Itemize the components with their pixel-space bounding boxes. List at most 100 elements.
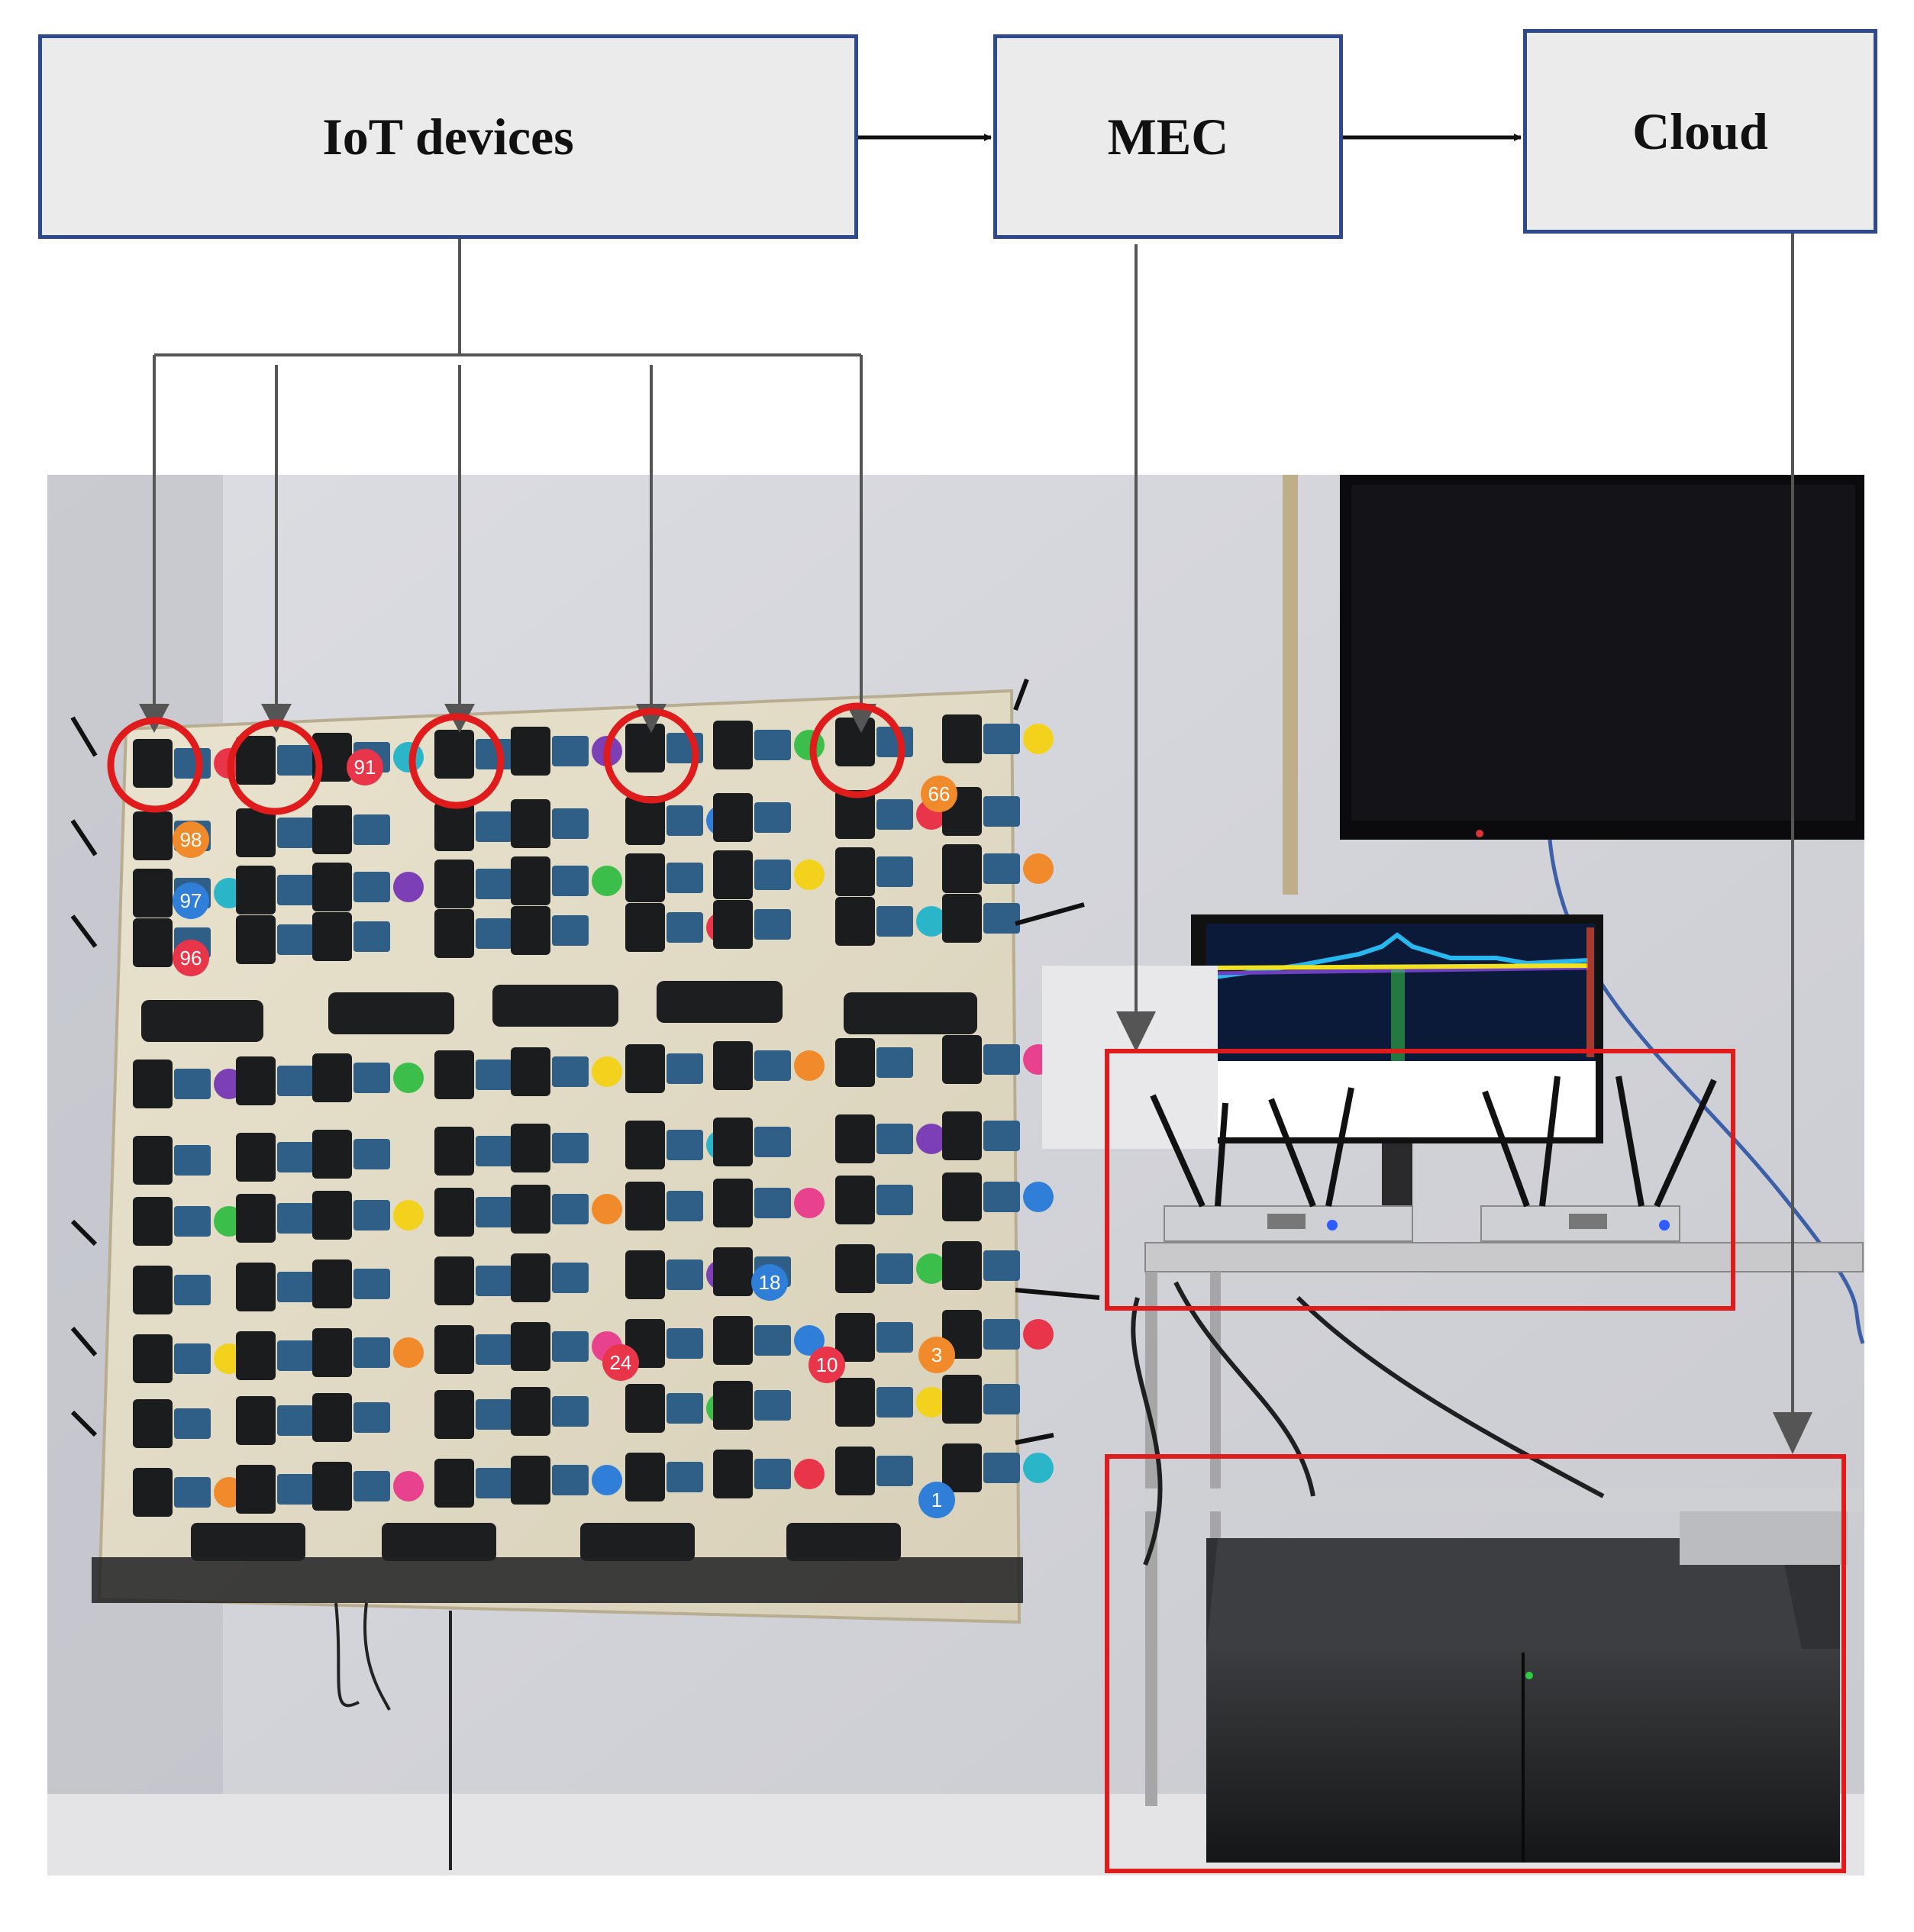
sensor-node bbox=[511, 1124, 589, 1172]
sensor-node bbox=[133, 1334, 244, 1383]
board-number-sticker: 1 bbox=[918, 1482, 955, 1518]
sensor-node bbox=[434, 1325, 512, 1374]
board-number-sticker: 91 bbox=[347, 749, 383, 785]
sensor-node bbox=[713, 1118, 791, 1166]
iot-device-board: 91 98 97 96 66 18 10 3 1 24 bbox=[70, 678, 1100, 1624]
sensor-node bbox=[133, 1266, 211, 1314]
iot-highlight-circle bbox=[809, 702, 905, 798]
sensor-node bbox=[434, 1459, 512, 1508]
sensor-node bbox=[835, 1244, 947, 1293]
sensor-node-grid bbox=[133, 714, 1054, 1517]
sensor-node bbox=[511, 1387, 589, 1436]
sensor-node bbox=[835, 897, 947, 946]
sensor-node bbox=[942, 1111, 1020, 1160]
cloud-label: Cloud bbox=[1632, 102, 1768, 160]
iot-devices-box: IoT devices bbox=[38, 34, 858, 239]
sensor-node bbox=[312, 1053, 424, 1102]
sensor-node bbox=[942, 844, 1054, 893]
iot-device-pointers bbox=[139, 355, 876, 733]
sensor-node bbox=[942, 1375, 1020, 1424]
sensor-node bbox=[835, 1114, 947, 1163]
sensor-node bbox=[236, 1465, 314, 1514]
sensor-node bbox=[942, 1241, 1020, 1290]
sensor-node bbox=[312, 1191, 424, 1240]
board-number-sticker: 3 bbox=[918, 1337, 955, 1373]
sensor-node bbox=[625, 853, 703, 902]
board-number-sticker: 98 bbox=[173, 821, 209, 858]
mec-box: MEC bbox=[993, 34, 1343, 239]
sensor-node bbox=[835, 1038, 913, 1087]
board-number-text: 1 bbox=[931, 1489, 942, 1511]
board-number-sticker: 10 bbox=[809, 1347, 845, 1383]
hanging-cables bbox=[334, 1602, 452, 1870]
board-number-sticker: 66 bbox=[921, 776, 957, 812]
router-antennas bbox=[1150, 1076, 1717, 1208]
sensor-node bbox=[312, 1260, 390, 1308]
board-number-text: 96 bbox=[180, 947, 202, 969]
sensor-node bbox=[713, 1316, 825, 1365]
sensor-node bbox=[236, 1056, 314, 1105]
sensor-node bbox=[511, 906, 589, 955]
board-number-text: 3 bbox=[931, 1343, 942, 1366]
sensor-node bbox=[312, 863, 424, 911]
sensor-node bbox=[511, 1047, 622, 1096]
mec-label: MEC bbox=[1107, 107, 1229, 166]
mec-monitor bbox=[1191, 914, 1603, 1212]
sensor-node bbox=[511, 727, 622, 776]
sensor-node bbox=[511, 799, 589, 848]
sensor-node bbox=[133, 1060, 244, 1108]
sensor-node bbox=[835, 718, 913, 766]
iot-highlight-circle bbox=[107, 717, 203, 813]
board-number-text: 24 bbox=[610, 1351, 632, 1374]
sensor-node bbox=[835, 1313, 913, 1362]
sensor-node bbox=[312, 912, 390, 961]
sensor-node bbox=[133, 1468, 244, 1517]
board-number-text: 98 bbox=[180, 828, 202, 851]
sensor-node bbox=[312, 805, 390, 854]
iot-pointer-arrow bbox=[846, 355, 876, 733]
sensor-node bbox=[835, 1378, 947, 1427]
board-number-sticker: 24 bbox=[602, 1344, 639, 1381]
sensor-node bbox=[942, 1035, 1054, 1084]
usb-hubs bbox=[92, 981, 1023, 1603]
sensor-node bbox=[511, 1456, 622, 1505]
sensor-node bbox=[511, 856, 622, 905]
sensor-node bbox=[835, 847, 913, 896]
board-number-labels: 91 98 97 96 66 18 10 3 1 24 bbox=[173, 749, 957, 1518]
iot-highlight-circles bbox=[107, 702, 905, 815]
node-antennas bbox=[70, 678, 1100, 1445]
sensor-node bbox=[713, 1179, 825, 1227]
cloud-highlight-box bbox=[1105, 1454, 1846, 1873]
sensor-node bbox=[713, 1381, 791, 1430]
sensor-node bbox=[236, 1194, 314, 1243]
sensor-node bbox=[713, 850, 825, 899]
board-number-sticker: 18 bbox=[751, 1264, 788, 1301]
board-number-sticker: 97 bbox=[173, 882, 209, 919]
sensor-node bbox=[236, 736, 314, 785]
sensor-node bbox=[236, 866, 314, 914]
iot-pointer-arrow bbox=[261, 365, 292, 733]
mec-pointer bbox=[1116, 244, 1156, 1052]
cloud-pointer bbox=[1773, 234, 1812, 1454]
sensor-node bbox=[942, 1310, 1054, 1359]
wall-card bbox=[1042, 966, 1218, 1149]
board-number-text: 18 bbox=[759, 1271, 781, 1294]
sensor-node bbox=[133, 1399, 211, 1448]
sensor-node bbox=[312, 1328, 424, 1377]
server-cables bbox=[1131, 1281, 1605, 1566]
sensor-node bbox=[713, 1041, 825, 1090]
board-number-text: 91 bbox=[354, 756, 376, 779]
cloud-box: Cloud bbox=[1523, 29, 1877, 234]
sensor-node bbox=[625, 1453, 703, 1501]
sensor-node bbox=[835, 1447, 913, 1495]
board-number-text: 97 bbox=[180, 889, 202, 912]
iot-devices-label: IoT devices bbox=[322, 107, 574, 166]
sensor-node bbox=[835, 1176, 913, 1224]
iot-highlight-circle bbox=[408, 713, 505, 809]
wall-tv bbox=[1340, 475, 1864, 840]
sensor-node bbox=[434, 1188, 512, 1237]
cloud-server bbox=[1206, 1511, 1848, 1863]
iot-highlight-circle bbox=[227, 719, 323, 815]
sensor-node bbox=[942, 1172, 1054, 1221]
